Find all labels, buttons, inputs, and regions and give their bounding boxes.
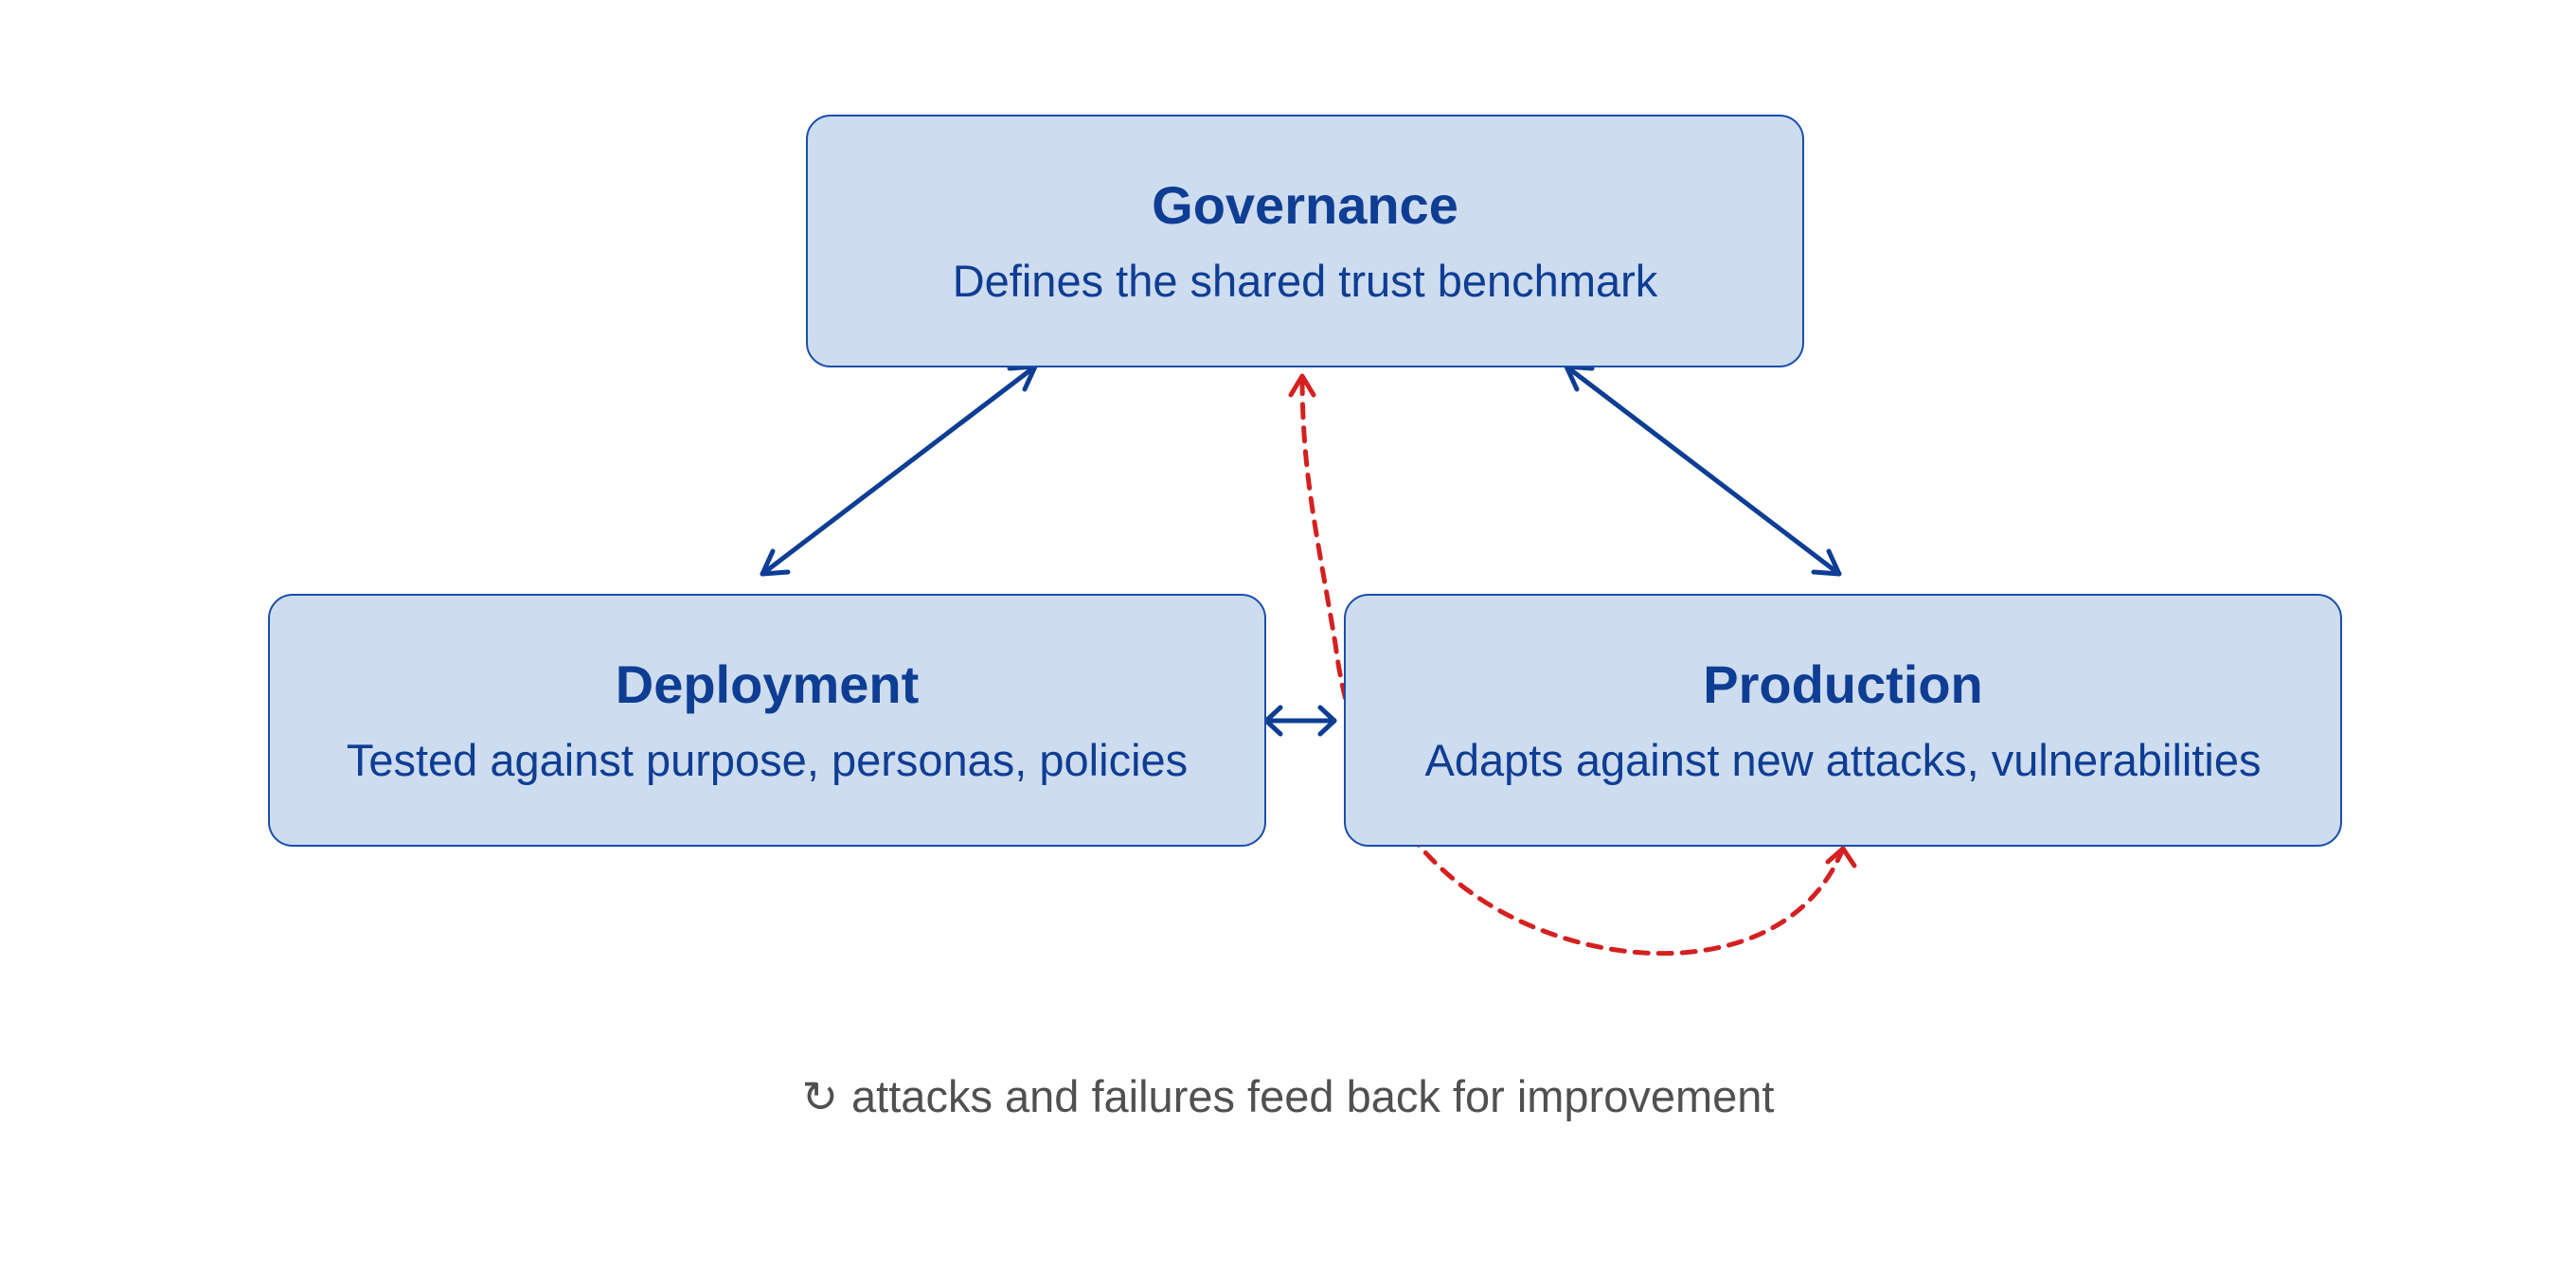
feedback-arrowhead-governance	[1288, 373, 1316, 398]
deployment-description: Tested against purpose, personas, polici…	[346, 735, 1189, 785]
refresh-icon: ↻	[801, 1072, 839, 1121]
arrowhead-deployment-end	[1263, 705, 1283, 737]
caption: ↻attacks and failures feed back for impr…	[0, 1068, 2576, 1125]
edge-deployment-production	[1263, 705, 1337, 737]
edge-governance-deployment-line	[760, 364, 1038, 577]
edge-governance-deployment	[760, 364, 1038, 577]
deployment-node: Deployment Tested against purpose, perso…	[268, 594, 1266, 847]
arrowhead-production-end	[1811, 548, 1842, 577]
governance-title: Governance	[1152, 175, 1458, 235]
arrowhead-deployment-end	[760, 548, 791, 577]
edge-governance-production-line	[1564, 364, 1842, 577]
edge-governance-production	[1564, 364, 1842, 577]
caption-text: attacks and failures feed back for impro…	[851, 1071, 1775, 1121]
production-title: Production	[1703, 654, 1983, 714]
governance-description: Defines the shared trust benchmark	[952, 256, 1658, 306]
deployment-title: Deployment	[615, 654, 920, 714]
feedback-arrowhead-production	[1825, 846, 1857, 868]
arrowhead-production-end	[1317, 705, 1337, 737]
production-description: Adapts against new attacks, vulnerabilit…	[1424, 735, 2262, 785]
governance-node: Governance Defines the shared trust benc…	[806, 115, 1804, 367]
production-node: Production Adapts against new attacks, v…	[1344, 594, 2342, 847]
